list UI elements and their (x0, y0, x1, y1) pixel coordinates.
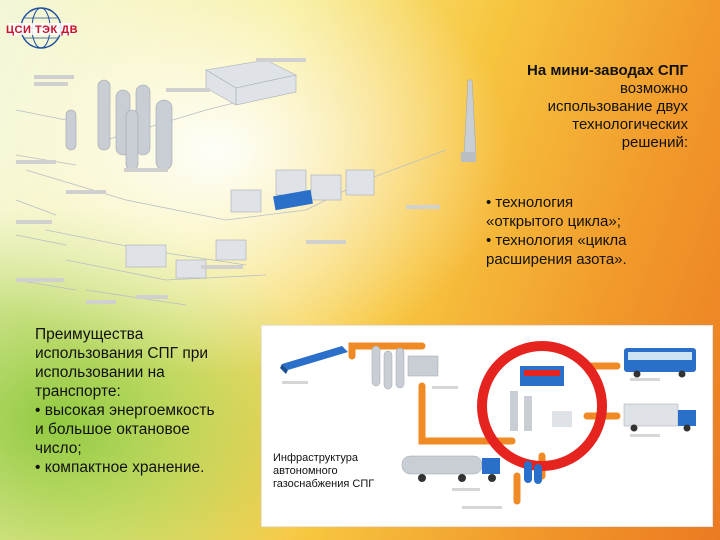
lng-plant-diagram (6, 50, 476, 320)
advantages-line: • высокая энергоемкость (35, 401, 260, 420)
advantages-line: число; (35, 439, 260, 458)
advantages-line: использовании на (35, 363, 260, 382)
technology-line: • технология (486, 193, 711, 212)
advantages-line: и большое октановое (35, 420, 260, 439)
intro-line-4: технологических (470, 116, 688, 134)
advantages-text: Преимущества использования СПГ при испол… (35, 325, 260, 477)
infrastructure-diagram (262, 326, 712, 526)
technology-line: «открытого цикла»; (486, 212, 711, 231)
caption-line: Инфраструктура (273, 452, 398, 465)
caption-line: автономного (273, 465, 398, 478)
technology-line: • технология «цикла (486, 231, 711, 250)
intro-line-1: На мини-заводах СПГ (470, 62, 688, 80)
technology-list: • технология «открытого цикла»; • технол… (486, 193, 711, 269)
infrastructure-caption: Инфраструктура автономного газоснабжения… (273, 452, 398, 491)
caption-line: газоснабжения СПГ (273, 478, 398, 491)
advantages-line: Преимущества (35, 325, 260, 344)
logo-text: ЦСИ ТЭК ДВ (6, 24, 78, 36)
advantages-line: использования СПГ при (35, 344, 260, 363)
advantages-line: • компактное хранение. (35, 458, 260, 477)
intro-line-2: возможно (470, 80, 688, 98)
intro-line-3: использование двух (470, 98, 688, 116)
intro-line-5: решений: (470, 134, 688, 152)
infrastructure-panel (261, 325, 713, 527)
intro-text: На мини-заводах СПГ возможно использован… (470, 62, 688, 152)
technology-line: расширения азота». (486, 250, 711, 269)
advantages-line: транспорте: (35, 382, 260, 401)
